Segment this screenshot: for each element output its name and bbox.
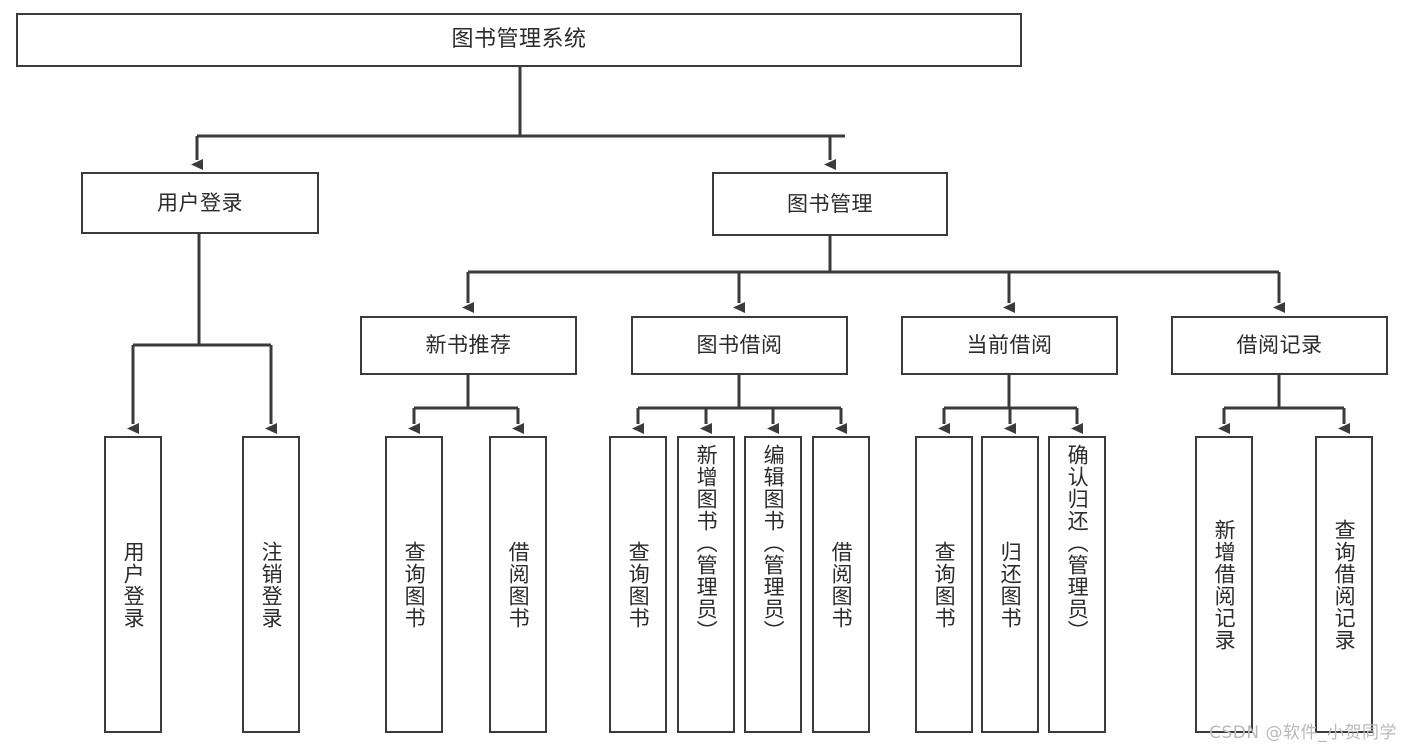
- node-leaf-user-login[interactable]: 用户登录: [104, 436, 162, 733]
- node-leaf-add-book[interactable]: 新增图书（管理员）: [677, 436, 735, 733]
- node-leaf-logout[interactable]: 注销登录: [242, 436, 300, 733]
- node-label: 用户登录: [157, 190, 243, 215]
- node-label: 查询图书: [402, 540, 427, 629]
- node-book-borrow[interactable]: 图书借阅: [631, 316, 848, 375]
- node-leaf-query-book-borrow[interactable]: 查询图书: [609, 436, 667, 733]
- node-label: 用户登录: [121, 540, 146, 629]
- node-label: 新增借阅记录: [1212, 518, 1237, 651]
- node-leaf-query-borrow-record[interactable]: 查询借阅记录: [1315, 436, 1373, 733]
- node-label: 当前借阅: [966, 333, 1053, 357]
- node-new-book-recommend[interactable]: 新书推荐: [360, 316, 577, 375]
- node-label: 查询图书: [932, 540, 957, 629]
- node-label: 归还图书: [998, 540, 1023, 629]
- node-label: 注销登录: [259, 540, 284, 629]
- node-label: 图书管理系统: [451, 27, 587, 52]
- node-label: 查询借阅记录: [1332, 518, 1357, 651]
- node-label: 编辑图书（管理员）: [761, 444, 786, 642]
- node-root-book-management-system[interactable]: 图书管理系统: [16, 13, 1022, 67]
- watermark-text: CSDN @软件_小贺同学: [1209, 723, 1397, 743]
- node-leaf-add-borrow-record[interactable]: 新增借阅记录: [1195, 436, 1253, 733]
- node-leaf-edit-book[interactable]: 编辑图书（管理员）: [744, 436, 802, 733]
- node-leaf-confirm-return[interactable]: 确认归还（管理员）: [1048, 436, 1106, 733]
- node-label: 新增图书（管理员）: [694, 444, 719, 642]
- node-label: 借阅图书: [829, 540, 854, 629]
- node-leaf-query-book-current[interactable]: 查询图书: [915, 436, 973, 733]
- node-label: 查询图书: [626, 540, 651, 629]
- node-book-manage[interactable]: 图书管理: [712, 172, 948, 236]
- node-leaf-query-book-recommend[interactable]: 查询图书: [385, 436, 443, 733]
- node-leaf-borrow-book-recommend[interactable]: 借阅图书: [489, 436, 547, 733]
- node-user-login[interactable]: 用户登录: [81, 172, 319, 234]
- node-current-borrow[interactable]: 当前借阅: [901, 316, 1118, 375]
- node-label: 图书管理: [787, 191, 873, 216]
- node-label: 借阅记录: [1236, 333, 1323, 357]
- node-borrow-record[interactable]: 借阅记录: [1171, 316, 1388, 375]
- node-leaf-borrow-book[interactable]: 借阅图书: [812, 436, 870, 733]
- node-label: 借阅图书: [506, 540, 531, 629]
- node-label: 新书推荐: [425, 333, 512, 357]
- node-label: 图书借阅: [696, 333, 783, 357]
- node-leaf-return-book[interactable]: 归还图书: [981, 436, 1039, 733]
- node-label: 确认归还（管理员）: [1065, 444, 1090, 642]
